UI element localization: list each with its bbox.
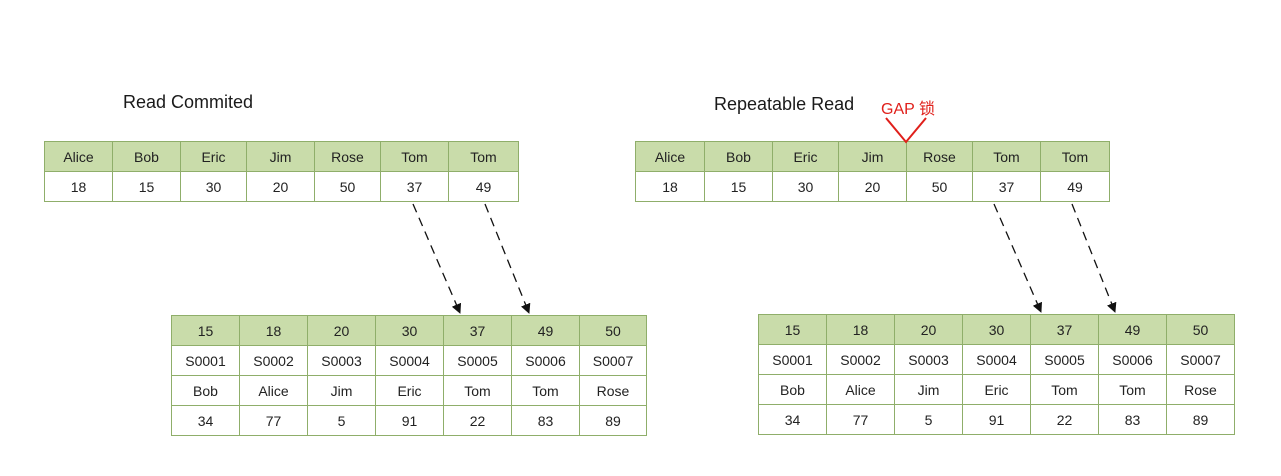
record-code-cell: S0004 (962, 344, 1031, 375)
record-code-cell: S0005 (443, 345, 512, 376)
index-name-cell: Jim (838, 141, 907, 172)
record-code-cell: S0006 (1098, 344, 1167, 375)
record-name-cell: Rose (1166, 374, 1235, 405)
right-pointer-arrow-49 (1071, 203, 1117, 313)
record-id-cell: 30 (962, 314, 1031, 345)
record-score-row: 34 77 5 91 22 83 89 (758, 404, 1235, 435)
record-name-row: Bob Alice Jim Eric Tom Tom Rose (171, 375, 647, 406)
record-code-cell: S0001 (171, 345, 240, 376)
record-score-cell: 91 (962, 404, 1031, 435)
left-clustered-index-table: 15 18 20 30 37 49 50 S0001 S0002 S0003 S… (171, 315, 647, 436)
index-name-cell: Tom (448, 141, 519, 172)
index-name-cell: Alice (44, 141, 113, 172)
index-name-cell: Tom (972, 141, 1041, 172)
record-id-cell: 50 (579, 315, 647, 346)
index-age-cell: 37 (380, 171, 449, 202)
record-score-cell: 91 (375, 405, 444, 436)
record-id-cell: 50 (1166, 314, 1235, 345)
index-age-cell: 15 (112, 171, 181, 202)
index-age-cell: 37 (972, 171, 1041, 202)
record-score-cell: 34 (758, 404, 827, 435)
right-pointer-arrow-37 (993, 203, 1042, 313)
record-score-cell: 22 (443, 405, 512, 436)
index-name-cell: Rose (314, 141, 381, 172)
record-name-cell: Eric (375, 375, 444, 406)
record-code-cell: S0003 (894, 344, 963, 375)
record-code-cell: S0004 (375, 345, 444, 376)
record-id-cell: 49 (511, 315, 580, 346)
index-age-cell: 20 (246, 171, 315, 202)
record-id-cell: 37 (1030, 314, 1099, 345)
record-score-cell: 5 (894, 404, 963, 435)
record-score-cell: 77 (239, 405, 308, 436)
left-pointer-arrow-37 (412, 203, 462, 314)
record-code-cell: S0002 (239, 345, 308, 376)
index-name-cell: Jim (246, 141, 315, 172)
index-age-cell: 15 (704, 171, 773, 202)
read-committed-title: Read Commited (123, 92, 254, 112)
record-score-row: 34 77 5 91 22 83 89 (171, 405, 647, 436)
left-secondary-index-table: Alice Bob Eric Jim Rose Tom Tom 18 15 30… (44, 141, 519, 202)
repeatable-read-title: Repeatable Read (714, 94, 855, 114)
index-name-cell: Eric (772, 141, 839, 172)
index-name-cell: Alice (635, 141, 705, 172)
record-code-cell: S0001 (758, 344, 827, 375)
gap-lock-label: GAP 锁 (881, 101, 935, 118)
record-name-cell: Alice (826, 374, 895, 405)
record-id-cell: 20 (307, 315, 376, 346)
record-id-row: 15 18 20 30 37 49 50 (171, 315, 647, 346)
index-age-cell: 30 (772, 171, 839, 202)
index-name-cell: Bob (112, 141, 181, 172)
record-name-cell: Tom (1098, 374, 1167, 405)
left-pointer-arrow-49 (484, 203, 531, 314)
index-name-cell: Tom (380, 141, 449, 172)
record-id-cell: 18 (239, 315, 308, 346)
record-score-cell: 83 (511, 405, 580, 436)
record-id-cell: 37 (443, 315, 512, 346)
index-age-cell: 18 (44, 171, 113, 202)
record-name-cell: Eric (962, 374, 1031, 405)
record-code-cell: S0005 (1030, 344, 1099, 375)
index-age-row: 18 15 30 20 50 37 49 (44, 171, 519, 202)
record-name-cell: Alice (239, 375, 308, 406)
index-age-cell: 50 (906, 171, 973, 202)
record-score-cell: 89 (579, 405, 647, 436)
record-id-cell: 49 (1098, 314, 1167, 345)
record-id-cell: 15 (758, 314, 827, 345)
index-age-cell: 49 (1040, 171, 1110, 202)
index-name-row: Alice Bob Eric Jim Rose Tom Tom (635, 141, 1110, 172)
record-score-cell: 83 (1098, 404, 1167, 435)
record-name-cell: Rose (579, 375, 647, 406)
record-id-cell: 30 (375, 315, 444, 346)
record-name-cell: Bob (758, 374, 827, 405)
right-clustered-index-table: 15 18 20 30 37 49 50 S0001 S0002 S0003 S… (758, 314, 1235, 435)
index-age-cell: 50 (314, 171, 381, 202)
record-name-row: Bob Alice Jim Eric Tom Tom Rose (758, 374, 1235, 405)
index-name-cell: Tom (1040, 141, 1110, 172)
index-age-cell: 49 (448, 171, 519, 202)
record-score-cell: 34 (171, 405, 240, 436)
record-name-cell: Jim (307, 375, 376, 406)
record-score-cell: 5 (307, 405, 376, 436)
index-name-cell: Bob (704, 141, 773, 172)
index-name-row: Alice Bob Eric Jim Rose Tom Tom (44, 141, 519, 172)
record-code-row: S0001 S0002 S0003 S0004 S0005 S0006 S000… (758, 344, 1235, 375)
index-age-row: 18 15 30 20 50 37 49 (635, 171, 1110, 202)
record-code-cell: S0007 (1166, 344, 1235, 375)
record-score-cell: 77 (826, 404, 895, 435)
record-score-cell: 89 (1166, 404, 1235, 435)
record-id-row: 15 18 20 30 37 49 50 (758, 314, 1235, 345)
gap-lock-marker (885, 117, 927, 144)
right-secondary-index-table: Alice Bob Eric Jim Rose Tom Tom 18 15 30… (635, 141, 1110, 202)
